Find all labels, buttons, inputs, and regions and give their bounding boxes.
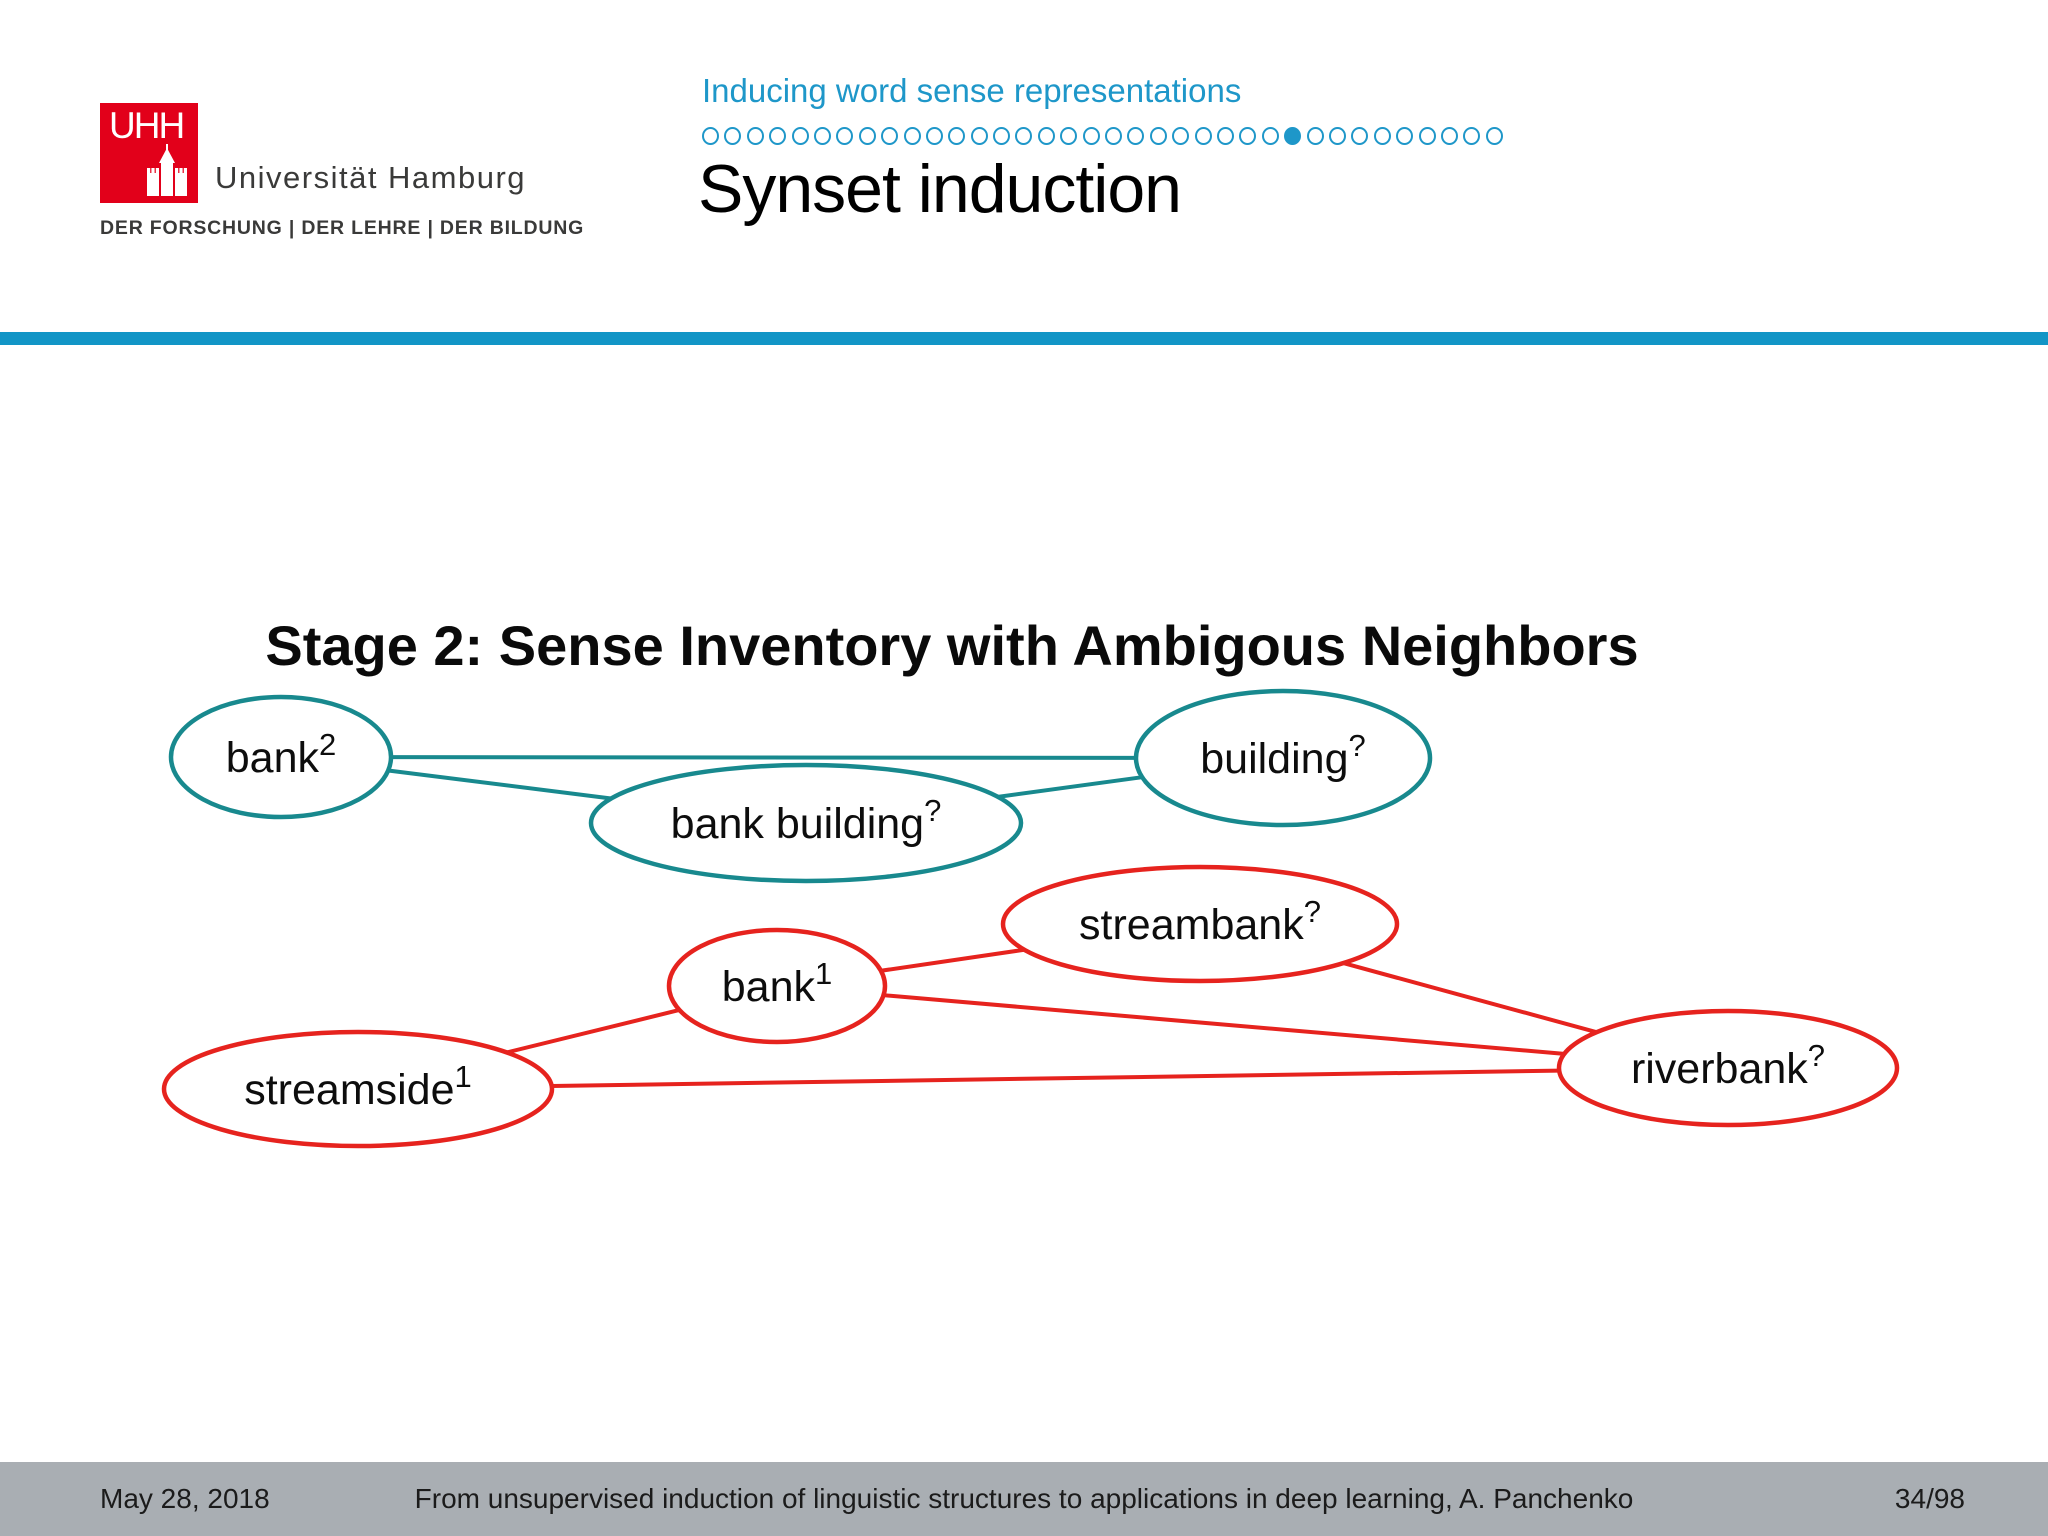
node-streambank-label: streambank? [1079, 894, 1321, 949]
node-building-ellipse [1133, 688, 1433, 828]
footer-date: May 28, 2018 [100, 1483, 270, 1514]
edge-bank1-streambank [880, 947, 1025, 973]
node-building-label: building? [1200, 728, 1365, 783]
progress-dot[interactable] [746, 127, 764, 145]
progress-dot[interactable] [1060, 127, 1078, 145]
progress-dot[interactable] [1239, 127, 1257, 145]
edge-bankbuilding-building [997, 775, 1143, 799]
progress-dot[interactable] [791, 127, 809, 145]
uhh-logo-text: UHH [109, 105, 185, 146]
progress-dot[interactable] [1328, 127, 1346, 145]
progress-dot[interactable] [1105, 127, 1123, 145]
progress-dot[interactable] [1216, 127, 1234, 145]
progress-dot[interactable] [1485, 127, 1503, 145]
progress-dot[interactable] [1127, 127, 1145, 145]
progress-dot[interactable] [925, 127, 943, 145]
node-bankbuilding-label: bank building? [671, 793, 942, 848]
node-streamside-ellipse [161, 1029, 555, 1149]
node-riverbank-label: riverbank? [1631, 1038, 1825, 1093]
progress-dot[interactable] [1351, 127, 1369, 145]
progress-dot[interactable] [1149, 127, 1167, 145]
progress-dot[interactable] [1306, 127, 1324, 145]
edge-bank2-bankbuilding [387, 768, 612, 801]
progress-dot[interactable] [1194, 127, 1212, 145]
edge-streambank-riverbank [1342, 961, 1598, 1035]
castle-icon [147, 144, 187, 196]
edge-streamside-bank1 [506, 1008, 680, 1055]
footer-page-number: 34/98 [1894, 1483, 1965, 1514]
section-title: Inducing word sense representations [702, 72, 1242, 109]
node-riverbank-ellipse [1556, 1008, 1900, 1128]
university-name: Universität Hamburg [215, 160, 527, 195]
edge-streamside-riverbank [551, 1068, 1560, 1089]
progress-dot[interactable] [1261, 127, 1279, 145]
progress-dot[interactable] [903, 127, 921, 145]
progress-dot[interactable] [1418, 127, 1436, 145]
progress-dot[interactable] [1396, 127, 1414, 145]
node-streamside-label: streamside1 [244, 1059, 472, 1114]
footer-title: From unsupervised induction of linguisti… [414, 1483, 1634, 1514]
edge-bank1-riverbank [883, 993, 1565, 1056]
node-bank2-label: bank2 [226, 727, 337, 782]
node-streambank-ellipse [1000, 864, 1400, 984]
progress-dot[interactable] [836, 127, 854, 145]
node-bank2-ellipse [168, 694, 394, 820]
page-title: Synset induction [698, 151, 1182, 227]
progress-dot[interactable] [1373, 127, 1391, 145]
uhh-logo: UHH [100, 103, 198, 203]
progress-dot[interactable] [1440, 127, 1458, 145]
progress-dot[interactable] [1082, 127, 1100, 145]
edge-bank2-building [390, 755, 1137, 760]
progress-dot[interactable] [702, 127, 719, 145]
progress-dot[interactable] [724, 127, 742, 145]
progress-dot[interactable] [1284, 127, 1302, 145]
progress-dot[interactable] [1463, 127, 1481, 145]
footer: May 28, 2018 From unsupervised induction… [0, 1462, 2048, 1536]
progress-dot[interactable] [1015, 127, 1033, 145]
diagram-title: Stage 2: Sense Inventory with Ambigous N… [265, 614, 1638, 677]
university-tagline: DER FORSCHUNG | DER LEHRE | DER BILDUNG [100, 217, 585, 239]
progress-dot[interactable] [948, 127, 966, 145]
progress-dot[interactable] [858, 127, 876, 145]
progress-dot[interactable] [970, 127, 988, 145]
node-bank1-label: bank1 [722, 956, 833, 1011]
progress-dots [702, 127, 1503, 145]
progress-dot[interactable] [813, 127, 831, 145]
node-bank1-ellipse [666, 927, 888, 1045]
node-bankbuilding-ellipse [588, 762, 1024, 884]
progress-dot[interactable] [1037, 127, 1055, 145]
progress-dot[interactable] [1172, 127, 1190, 145]
progress-dot[interactable] [993, 127, 1011, 145]
progress-dot[interactable] [881, 127, 899, 145]
header-rule [0, 332, 2048, 345]
progress-dot[interactable] [769, 127, 787, 145]
